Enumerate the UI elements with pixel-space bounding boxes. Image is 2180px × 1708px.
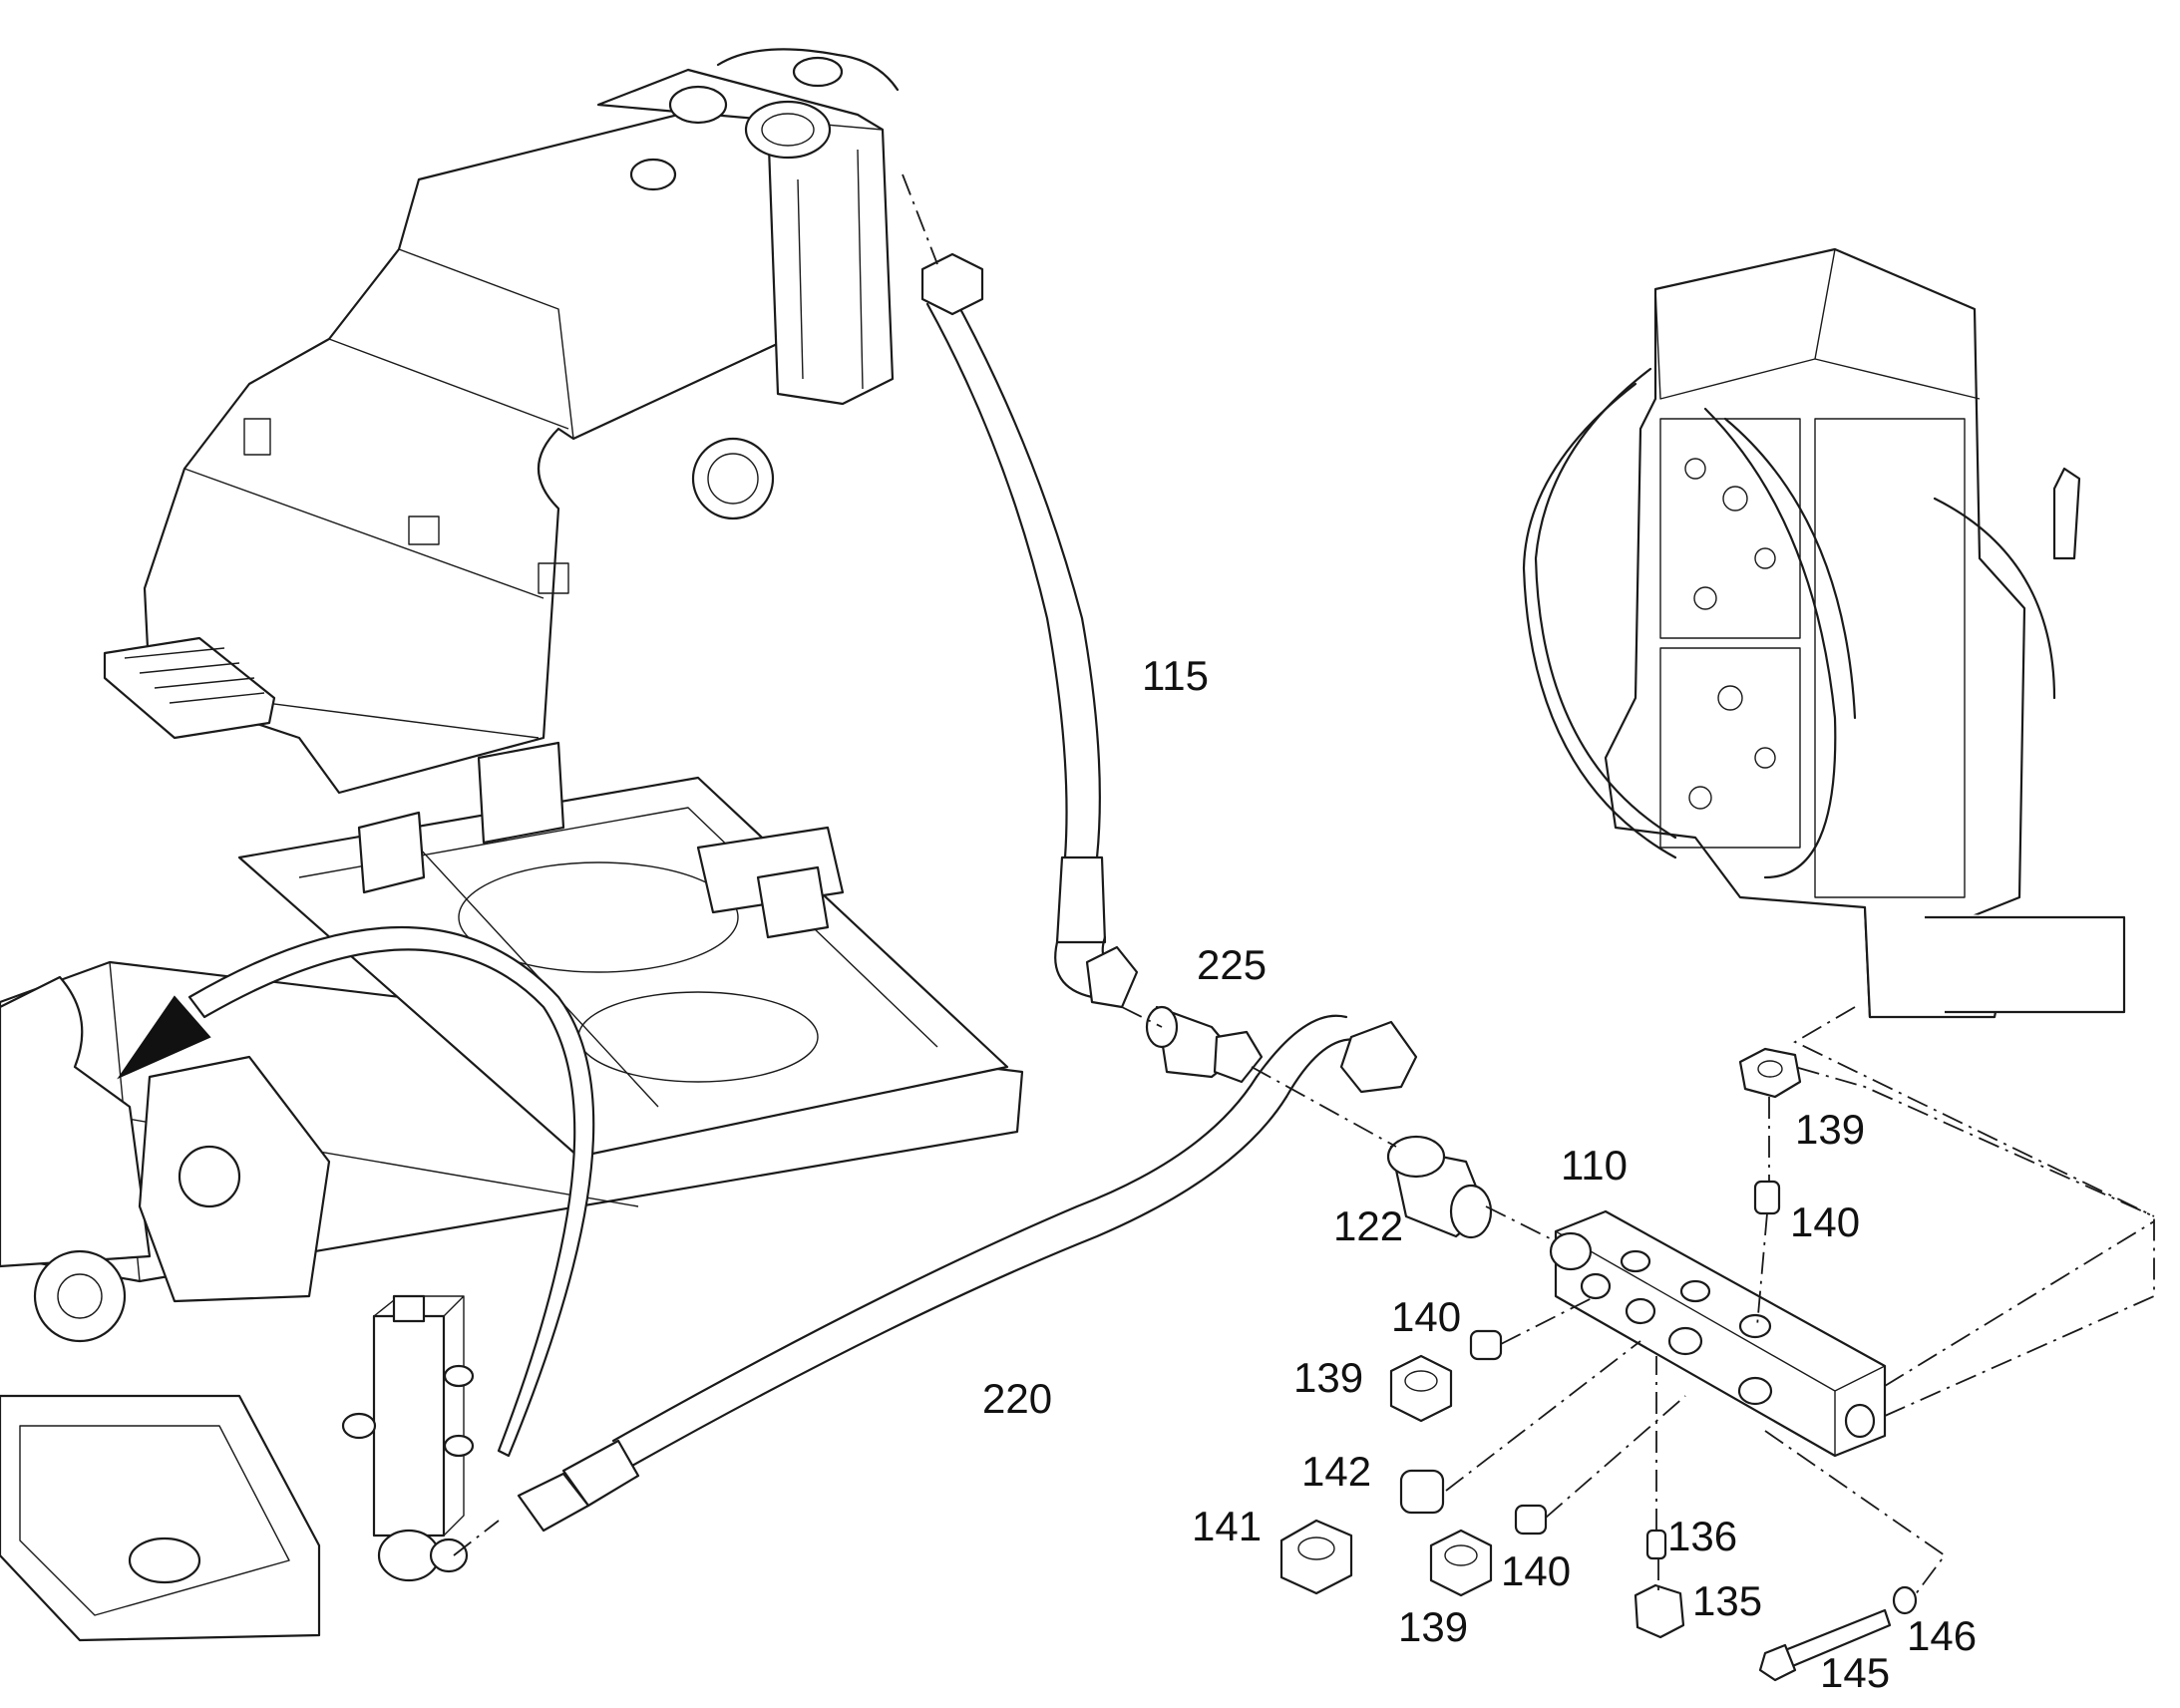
callout-140-mid: 140 [1391,1293,1461,1340]
arrow-head-icon [117,995,211,1080]
callout-110: 110 [1561,1142,1628,1189]
cab-tank-assembly [103,48,900,795]
nut-141 [1279,1519,1353,1595]
callout-142: 142 [1301,1448,1371,1495]
callout-146: 146 [1907,1612,1977,1659]
control-valve-assembly [1522,247,2126,1019]
washer-146 [1892,1585,1918,1615]
callouts: 115 225 110 122 139 140 140 139 220 142 … [982,652,1977,1696]
manifold-110 [1549,1209,1887,1458]
callout-139-low: 139 [1398,1603,1468,1650]
adapter-142 [1399,1469,1445,1515]
loose-parts [1279,1047,1918,1682]
tee-122 [1386,1135,1493,1239]
callout-122: 122 [1333,1202,1403,1249]
plug-140-mid [1469,1329,1503,1361]
plug-136 [1645,1529,1667,1560]
fitting-225 [1145,1005,1264,1084]
leader-lines [453,173,2155,1596]
callout-141: 141 [1192,1503,1262,1549]
plug-140-top [1753,1180,1781,1215]
cap-135 [1634,1583,1685,1639]
callout-135: 135 [1692,1577,1762,1624]
callout-136: 136 [1667,1513,1737,1559]
hose-115 [920,252,1139,1009]
callout-225: 225 [1197,941,1267,988]
callout-115: 115 [1142,652,1209,699]
nut-139-top [1738,1047,1802,1099]
nut-139-low [1429,1529,1493,1597]
hose-220 [517,1014,1418,1533]
callout-145: 145 [1820,1649,1890,1696]
callout-140-low: 140 [1501,1547,1571,1594]
rotation-arrow [117,926,595,1458]
callout-139-top: 139 [1795,1106,1865,1153]
plug-140-low [1514,1504,1548,1536]
callout-220: 220 [982,1375,1052,1422]
nut-139-mid [1389,1354,1453,1423]
callout-140-top: 140 [1790,1198,1860,1245]
callout-139-mid: 139 [1293,1354,1363,1401]
undercarriage-frame [0,741,1024,1642]
swivel-valve-block [341,1294,475,1582]
